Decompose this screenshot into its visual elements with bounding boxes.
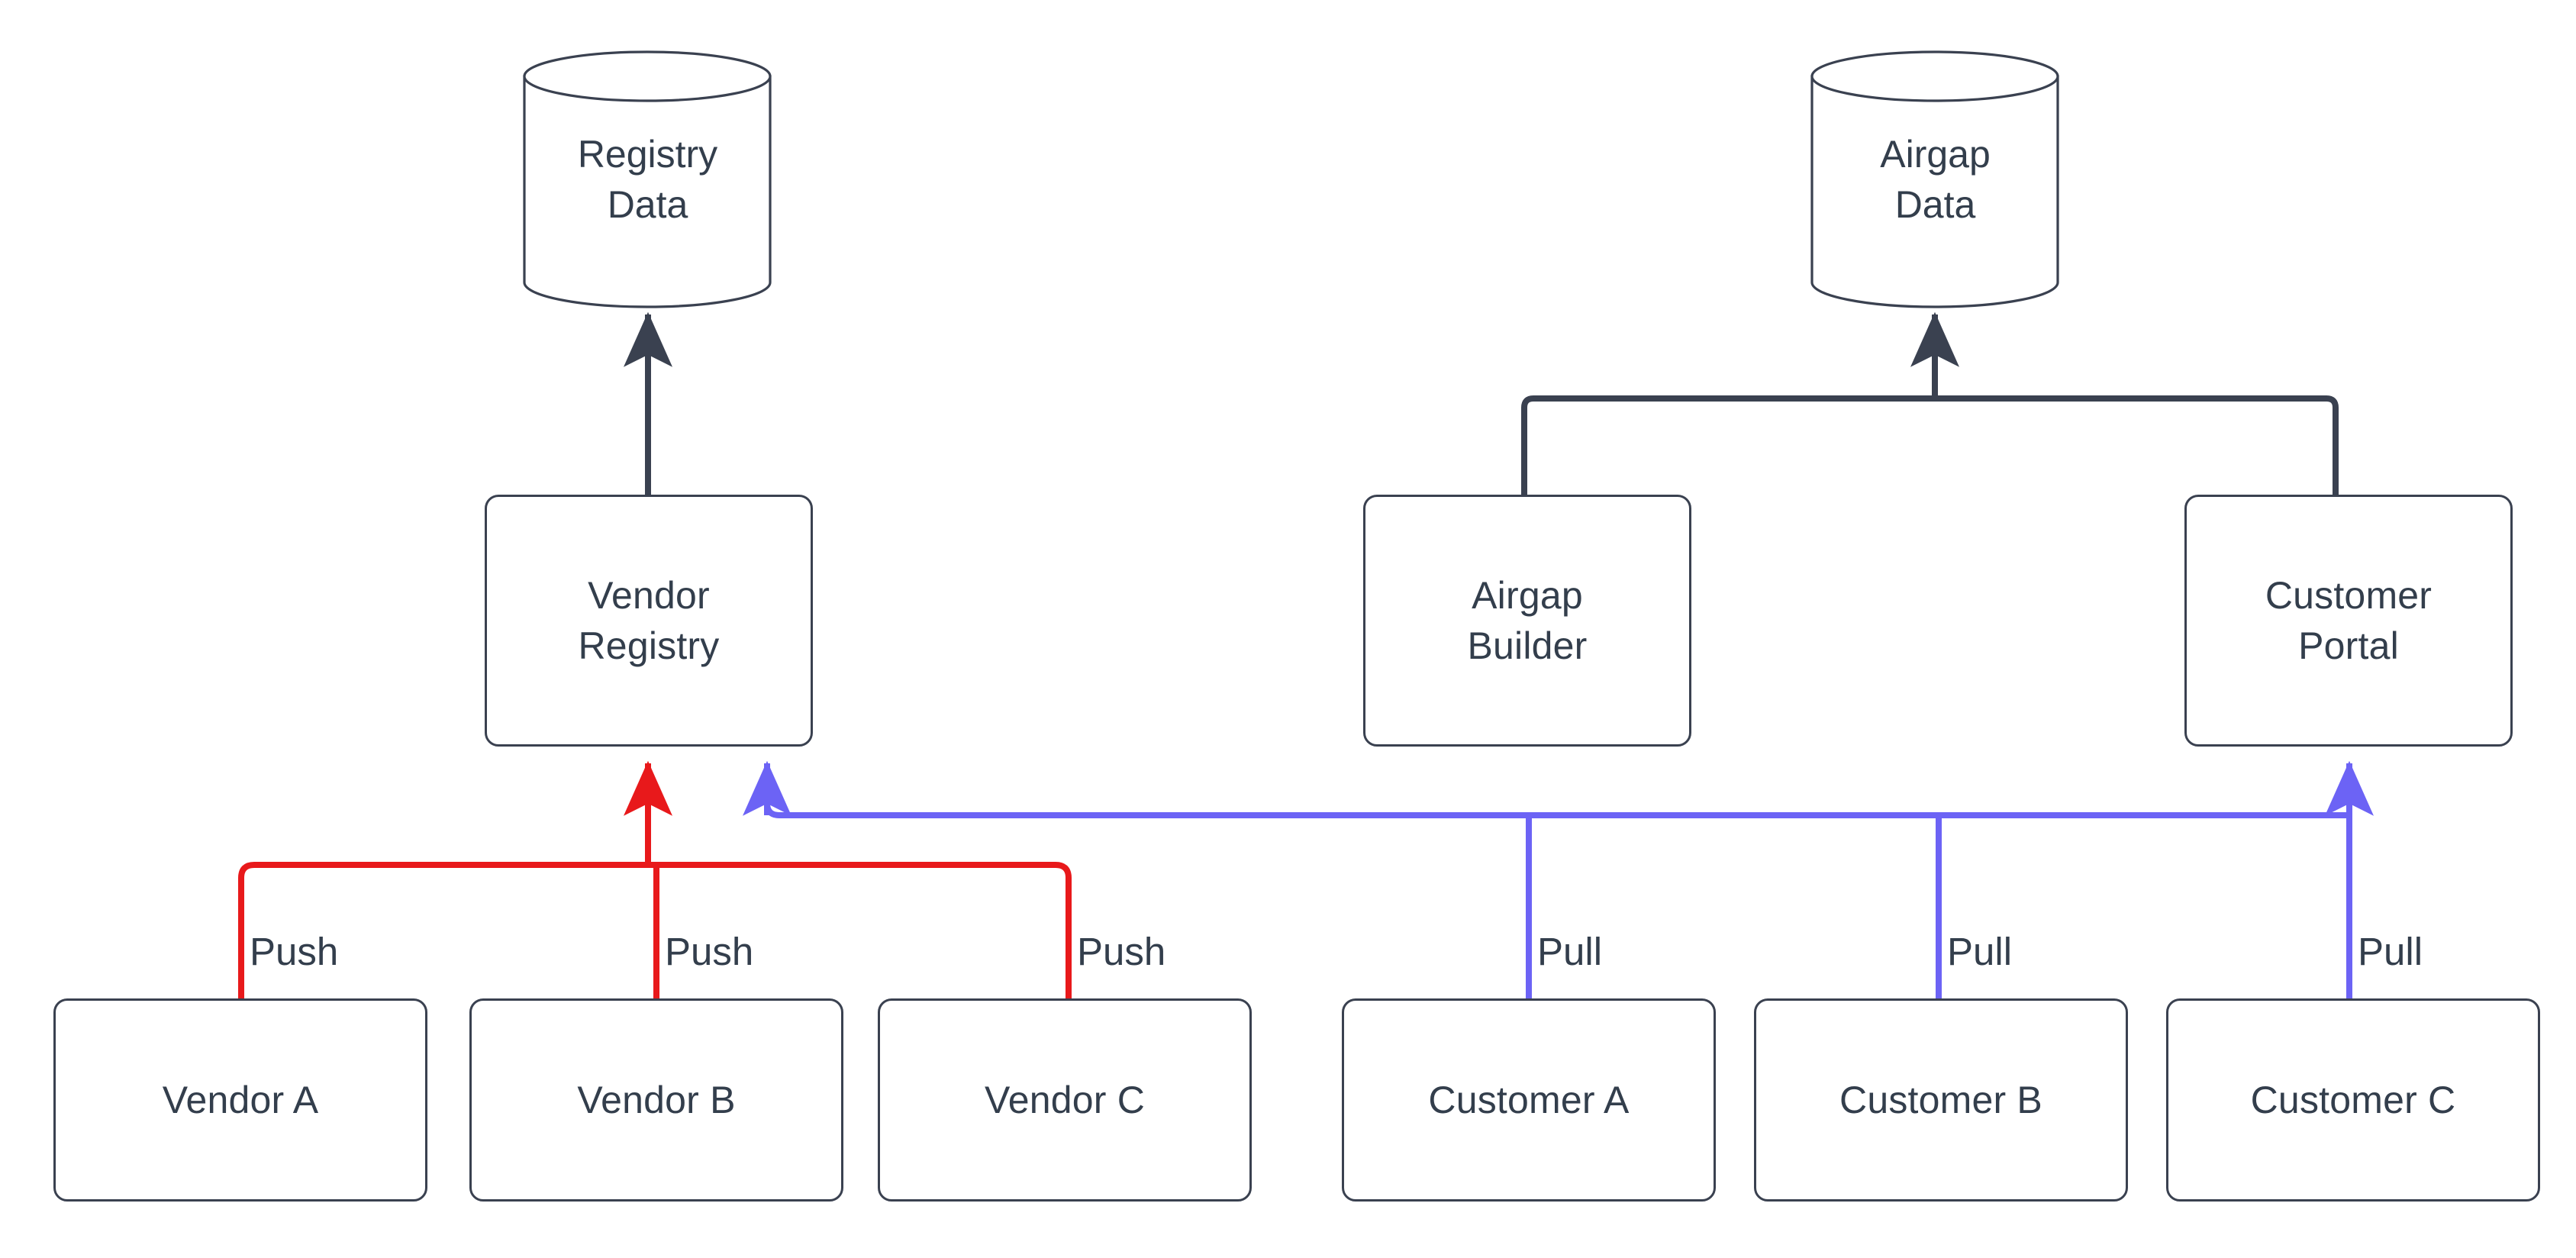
- airgap-data-cylinder-shape: [1810, 50, 2059, 308]
- node-vendor-registry[interactable]: Vendor Registry: [485, 495, 813, 747]
- edge-label-pull-customer-b: Pull: [1947, 930, 2013, 973]
- edge-pull-bus-to-vendor-registry: [764, 763, 2349, 818]
- edge-label-push-vendor-a: Push: [250, 930, 339, 973]
- edge-label-pull-customer-c: Pull: [2358, 930, 2423, 973]
- registry-data-label: Registry Data: [577, 133, 718, 226]
- node-airgap-builder[interactable]: Airgap Builder: [1363, 495, 1691, 747]
- node-customer-portal[interactable]: Customer Portal: [2184, 495, 2513, 747]
- node-vendor-c[interactable]: Vendor C: [878, 998, 1252, 1202]
- edge-label-pull-customer-a: Pull: [1537, 930, 1603, 973]
- airgap-data-label: Airgap Data: [1880, 133, 1991, 226]
- node-vendor-a[interactable]: Vendor A: [53, 998, 427, 1202]
- node-customer-c[interactable]: Customer C: [2166, 998, 2540, 1202]
- node-customer-a[interactable]: Customer A: [1342, 998, 1716, 1202]
- edge-airgap-bracket: [1521, 395, 2339, 495]
- node-vendor-b[interactable]: Vendor B: [469, 998, 843, 1202]
- edge-label-push-vendor-c: Push: [1077, 930, 1166, 973]
- registry-data-cylinder-shape: [523, 50, 772, 308]
- edge-label-push-vendor-b: Push: [665, 930, 754, 973]
- node-customer-b[interactable]: Customer B: [1754, 998, 2128, 1202]
